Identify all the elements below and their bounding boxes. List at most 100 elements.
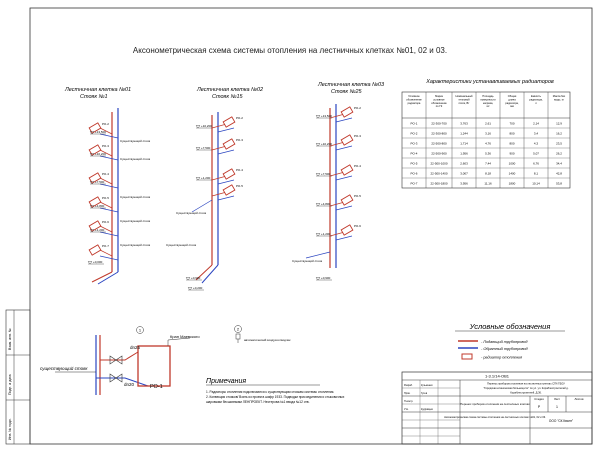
table-header: Масса без [553, 94, 566, 98]
table-header: длина [508, 98, 516, 101]
table-header: условное [433, 98, 445, 101]
radiator-ro1 [137, 345, 171, 387]
existing-riser-note: Существующий стояк [120, 243, 151, 247]
table-header: обозначение [431, 101, 447, 105]
stamp-person-role: Утв. [404, 408, 409, 411]
elevation-label: +1,200 [95, 228, 105, 232]
elevation-label: +4,800 [95, 204, 105, 208]
drawing-frame [29, 7, 593, 445]
table-header: л [535, 102, 537, 105]
elevation-label: +0,200 [193, 286, 203, 290]
existing-riser-label: существующий стояк [40, 365, 88, 371]
table-cell: 26,2 [556, 152, 562, 156]
stair-label-3: Лестничная клетка №03 Стояк №25 [317, 82, 385, 95]
existing-riser-note: Существующий стояк [166, 243, 197, 247]
radiator-tag: РО-4 [236, 168, 243, 172]
detail-marker-text: 1 [139, 328, 142, 333]
table-cell: 8,1 [534, 172, 539, 176]
stamp-person-role: Разраб. [404, 384, 413, 387]
table-cell: 8,18 [485, 172, 491, 176]
table-cell: 800 [509, 142, 514, 146]
elevation-label: +0,900 [321, 276, 331, 280]
table-cell: 800 [509, 132, 514, 136]
table-cell: РО-1 [411, 122, 418, 126]
stair-sub: Стояк №25 [331, 89, 363, 95]
radiator [222, 168, 236, 180]
existing-riser-note: Существующий стояк [176, 211, 207, 215]
table-cell: 16,2 [556, 132, 562, 136]
stamp-sheets-label: Листов [574, 397, 584, 401]
elevation-marker-icon [87, 261, 93, 265]
stamp-org: ООО "СК Квант" [549, 419, 573, 423]
elevation-label: +7,500 [95, 180, 105, 184]
stamp-stage-label: Стадия [534, 397, 544, 401]
table-cell: 700 [509, 122, 514, 126]
elevation-label: +13,500 [321, 114, 332, 118]
table-header: Общая [508, 94, 517, 98]
table-cell: 6,76 [533, 162, 539, 166]
elevation-label: +10,200 [95, 152, 106, 156]
table-cell: 1400 [509, 172, 516, 176]
radiator-tag: РО-5 [102, 196, 109, 200]
table-cell: РО-6 [411, 172, 418, 176]
table-cell: 3,956 [460, 182, 468, 186]
elevation-marker-icon [89, 131, 95, 135]
elevation-marker-icon [315, 203, 321, 207]
table-cell: 3,763 [460, 122, 468, 126]
stamp-drawing: Аксонометрическая схема системы отоплени… [444, 415, 546, 419]
table-cell: 4,3 [534, 142, 539, 146]
table-cell: 1,714 [460, 142, 468, 146]
radiator [88, 122, 102, 134]
stamp-sheet-value: 1 [556, 405, 558, 409]
radiator [88, 220, 102, 232]
existing-riser-note: Существующий стояк [292, 259, 323, 263]
notes: Примечания 1. Радиаторы отопления подклю… [206, 378, 345, 404]
air-vent-label: автоматический воздухоотводчик [244, 338, 291, 342]
radiator [88, 196, 102, 208]
radiator-tag: РО-2 [354, 106, 361, 110]
radiator [222, 138, 236, 150]
table-cell: 3,4 [534, 132, 539, 136]
radiator-tag: РО-6 [102, 220, 109, 224]
elevation-label: +13,500 [95, 130, 106, 134]
radiator-label: РО-1 [150, 384, 163, 390]
stamp-sheet-label: Лист [554, 397, 561, 401]
stair-title: Лестничная клетка №02 [196, 87, 263, 93]
detail-marker-2 [234, 325, 242, 333]
elevation-label: +0,900 [191, 276, 201, 280]
table-cell: РО-7 [411, 182, 418, 186]
elevation-marker-icon [89, 181, 95, 185]
radiator-tag: РО-3 [236, 138, 243, 142]
table-header: радиатора [408, 102, 421, 105]
radiator-tag: РО-7 [102, 244, 109, 248]
table-cell: 4,76 [485, 142, 491, 146]
table-cell: 34,4 [556, 162, 562, 166]
detail-marker-1 [136, 326, 144, 334]
elevation-marker-icon [185, 277, 191, 281]
table-cell: 22-300-800 [431, 132, 447, 136]
elevation-marker-icon [315, 233, 321, 237]
elevation-marker-icon [315, 277, 321, 281]
stair-label-2: Лестничная клетка №02 Стояк №15 [196, 87, 263, 100]
table-cell: 3,007 [460, 172, 468, 176]
elevation-marker-icon [195, 147, 201, 151]
legend-label: - Подающий трубопровод [481, 340, 528, 344]
radiator [340, 224, 354, 236]
table-header: Условное [408, 94, 420, 98]
table-cell: 22-300-700 [431, 122, 447, 126]
radiator [340, 106, 354, 118]
table-cell: 10,14 [532, 182, 540, 186]
stamp-stage-value: Р [538, 405, 541, 409]
stair-sub: Стояк №15 [212, 94, 244, 100]
stamp-person-name: Гусев [421, 392, 428, 395]
legend-title: Условные обозначения [469, 322, 551, 331]
elevation-marker-icon [315, 115, 321, 119]
elevation-marker-icon [89, 229, 95, 233]
radiator [222, 116, 236, 128]
stamp-person-name: Кудрявцев [421, 408, 433, 411]
riser-3-radiators: РО-2РО-3РО-4РО-5РО-6 [329, 106, 361, 241]
table-header: поток, Вт [459, 101, 471, 105]
table-header: радиатора, [505, 102, 519, 105]
side-stamp-label: Подп. и дата [8, 374, 12, 395]
